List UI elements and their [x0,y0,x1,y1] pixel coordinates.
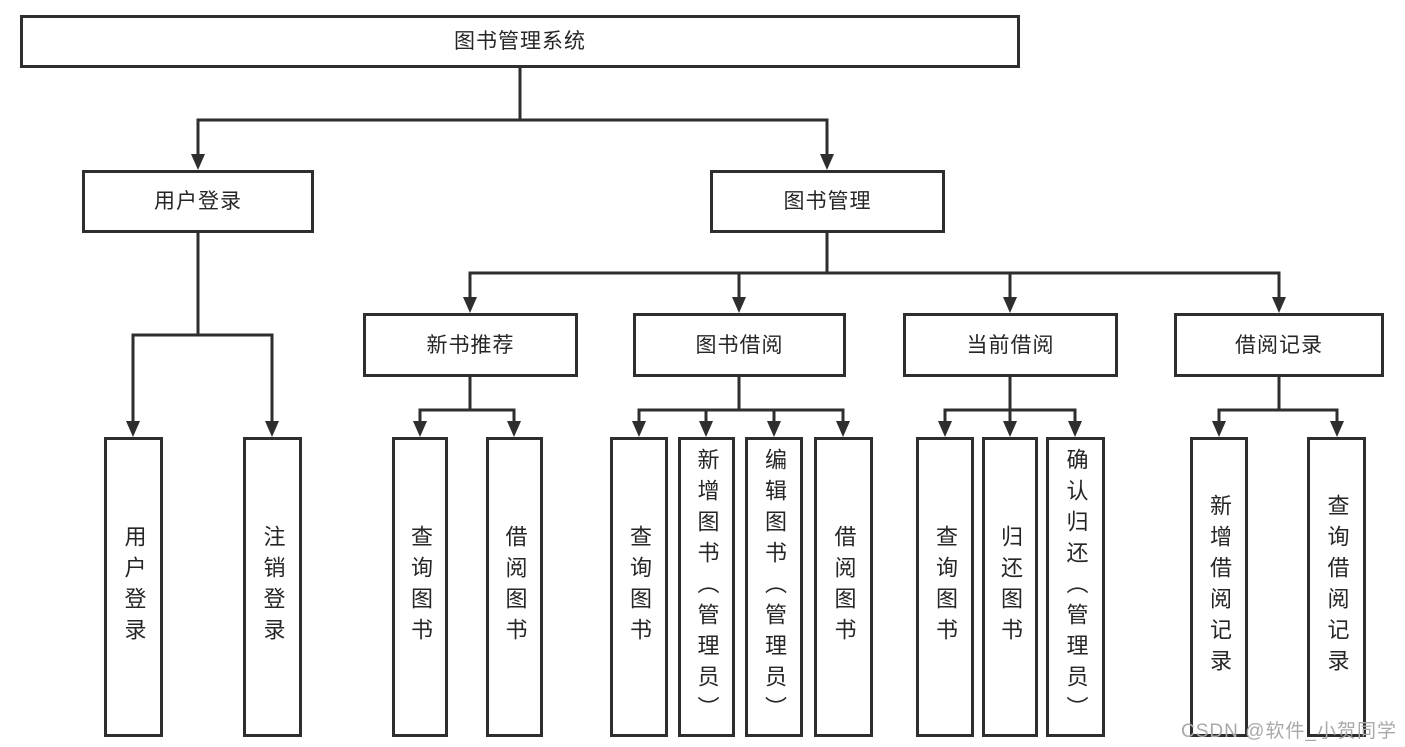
leaf-edit-books-admin: 编辑图书（管理员） [745,437,803,737]
arrow-down-icon [126,421,140,437]
node-current-borrowing-label: 当前借阅 [966,333,1055,357]
leaf-borrow-books-recommend: 借阅图书 [486,437,543,737]
leaf-user-login: 用户登录 [104,437,163,737]
node-current-borrowing: 当前借阅 [903,313,1118,377]
leaf-query-books-recommend-label: 查询图书 [408,525,433,649]
arrow-down-icon [463,297,477,313]
leaf-query-books-current: 查询图书 [916,437,974,737]
arrow-down-icon [1003,297,1017,313]
leaf-confirm-return-admin-label: 确认归还（管理员） [1063,447,1089,727]
arrow-down-icon [820,154,834,170]
leaf-add-borrow-record-label: 新增借阅记录 [1207,494,1232,680]
node-book-management: 图书管理 [710,170,945,233]
arrow-down-icon [938,421,952,437]
leaf-logout: 注销登录 [243,437,302,737]
arrow-down-icon [1068,421,1082,437]
watermark: CSDN @软件_小贺同学 [1181,721,1397,742]
node-user-login: 用户登录 [82,170,314,233]
leaf-add-books-admin: 新增图书（管理员） [678,437,735,737]
node-root-label: 图书管理系统 [454,30,586,53]
leaf-add-books-admin-label: 新增图书（管理员） [694,447,720,727]
leaf-confirm-return-admin: 确认归还（管理员） [1046,437,1105,737]
arrow-down-icon [1212,421,1226,437]
node-new-book-recommend-label: 新书推荐 [426,333,515,357]
leaf-edit-books-admin-label: 编辑图书（管理员） [762,447,787,727]
arrow-down-icon [632,421,646,437]
leaf-add-borrow-record: 新增借阅记录 [1190,437,1248,737]
arrow-down-icon [836,421,850,437]
arrow-down-icon [265,421,279,437]
leaf-borrow-books-borrow-label: 借阅图书 [831,525,857,649]
leaf-borrow-books-recommend-label: 借阅图书 [502,525,528,649]
node-borrowing-records: 借阅记录 [1174,313,1384,377]
leaf-user-login-label: 用户登录 [121,525,147,649]
arrow-down-icon [699,421,713,437]
leaf-query-books-borrow-label: 查询图书 [627,525,652,649]
leaf-query-borrow-record: 查询借阅记录 [1307,437,1366,737]
leaf-borrow-books-borrow: 借阅图书 [814,437,873,737]
node-book-borrowing: 图书借阅 [633,313,846,377]
node-user-login-label: 用户登录 [154,190,242,213]
arrow-down-icon [767,421,781,437]
leaf-query-books-current-label: 查询图书 [933,525,958,649]
leaf-query-books-recommend: 查询图书 [392,437,448,737]
leaf-return-books-label: 归还图书 [998,525,1023,649]
node-book-borrowing-label: 图书借阅 [695,333,784,357]
arrow-down-icon [413,421,427,437]
node-root: 图书管理系统 [20,15,1020,68]
node-borrowing-records-label: 借阅记录 [1235,333,1323,357]
leaf-logout-label: 注销登录 [260,525,286,649]
node-book-management-label: 图书管理 [783,190,872,213]
arrow-down-icon [1330,421,1344,437]
arrow-down-icon [191,154,205,170]
leaf-query-books-borrow: 查询图书 [610,437,668,737]
arrow-down-icon [1003,421,1017,437]
leaf-return-books: 归还图书 [982,437,1038,737]
arrow-down-icon [507,421,521,437]
leaf-query-borrow-record-label: 查询借阅记录 [1324,494,1350,680]
arrow-down-icon [732,297,746,313]
node-new-book-recommend: 新书推荐 [363,313,578,377]
arrow-down-icon [1272,297,1286,313]
